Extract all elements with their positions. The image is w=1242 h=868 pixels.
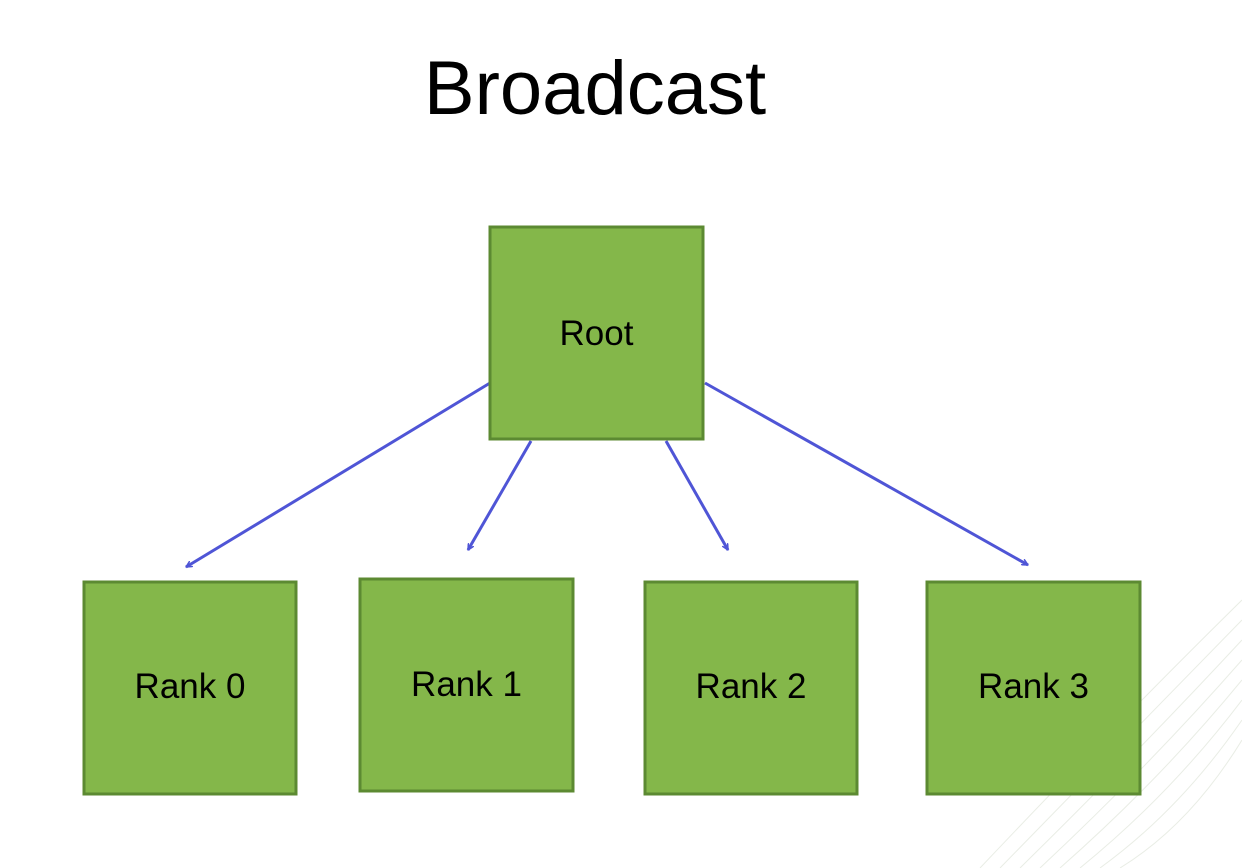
rank-node-1: Rank 1 [358,577,575,793]
root-label: Root [560,314,634,353]
arrow-root-to-rank-2 [664,440,730,550]
rank-3-label: Rank 3 [978,667,1089,706]
arrows [185,381,1028,569]
rank-node-3: Rank 3 [925,580,1142,796]
slide-title: Broadcast [423,46,767,131]
arrow-root-to-rank-0 [185,381,491,569]
rank-2-label: Rank 2 [696,667,807,706]
arrow-root-to-rank-1 [466,440,533,550]
arrow-root-to-rank-3 [704,381,1028,567]
rank-node-0: Rank 0 [82,580,298,796]
rank-0-label: Rank 0 [135,667,246,706]
root-node: Root [488,225,705,441]
rank-node-2: Rank 2 [643,580,859,796]
rank-1-label: Rank 1 [411,665,522,704]
